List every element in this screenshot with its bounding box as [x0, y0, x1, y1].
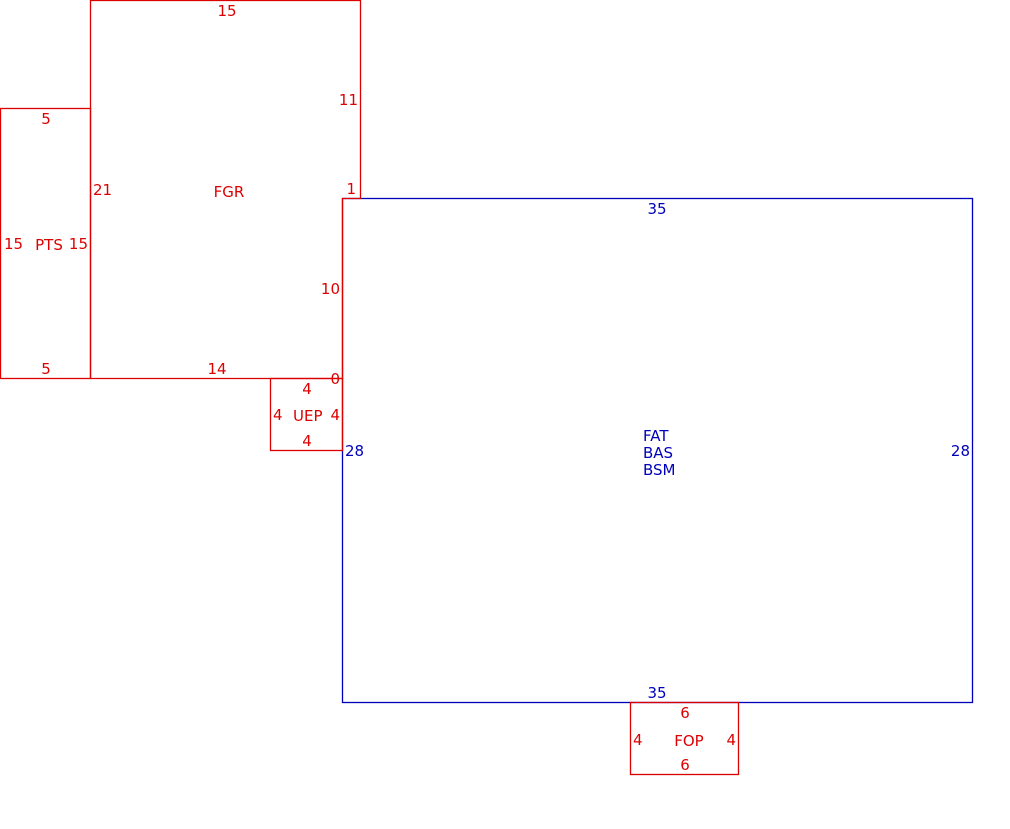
fop-area: 6 6 4 4 FOP: [629, 701, 740, 776]
main-code-fat: FAT: [643, 427, 669, 445]
fgr-dim-top: 15: [217, 2, 236, 20]
pts-dim-left: 15: [4, 235, 23, 253]
main-area: 35 35 28 28 FAT BAS BSM: [341, 197, 974, 704]
uep-outline: [269, 377, 344, 452]
uep-dim-top: 4: [302, 380, 312, 398]
pts-dim-top: 5: [41, 110, 51, 128]
fgr-dim-right-upper: 11: [339, 91, 358, 109]
fgr-dim-bottom: 14: [207, 360, 226, 378]
main-dim-left: 28: [345, 442, 364, 460]
fop-code: FOP: [674, 732, 703, 750]
uep-dim-left: 4: [273, 406, 283, 424]
pts-dim-right: 15: [69, 235, 88, 253]
uep-dim-right: 4: [330, 406, 340, 424]
main-code-bas: BAS: [643, 444, 673, 462]
main-dim-top: 35: [647, 200, 666, 218]
main-dim-right: 28: [951, 442, 970, 460]
uep-area: 4 4 4 4 UEP: [269, 377, 344, 452]
pts-area: 5 5 15 15 PTS: [0, 107, 92, 380]
pts-code: PTS: [35, 236, 63, 254]
fgr-dim-right-lower: 10: [321, 280, 340, 298]
fgr-dim-jog: 1: [346, 180, 356, 198]
fop-dim-left: 4: [633, 731, 643, 749]
fgr-area: 15 11 1 10 14 21 0 FGR: [89, 0, 362, 388]
fgr-code: FGR: [214, 183, 245, 201]
fop-dim-right: 4: [726, 731, 736, 749]
fop-dim-bottom: 6: [680, 756, 690, 774]
fop-outline: [629, 701, 740, 776]
main-code-bsm: BSM: [643, 461, 676, 479]
uep-code: UEP: [293, 407, 323, 425]
uep-dim-bottom: 4: [302, 432, 312, 450]
fop-dim-top: 6: [680, 704, 690, 722]
main-dim-bottom: 35: [647, 684, 666, 702]
fgr-dim-left: 21: [93, 181, 112, 199]
pts-outline: [0, 107, 92, 380]
pts-dim-bottom: 5: [41, 360, 51, 378]
